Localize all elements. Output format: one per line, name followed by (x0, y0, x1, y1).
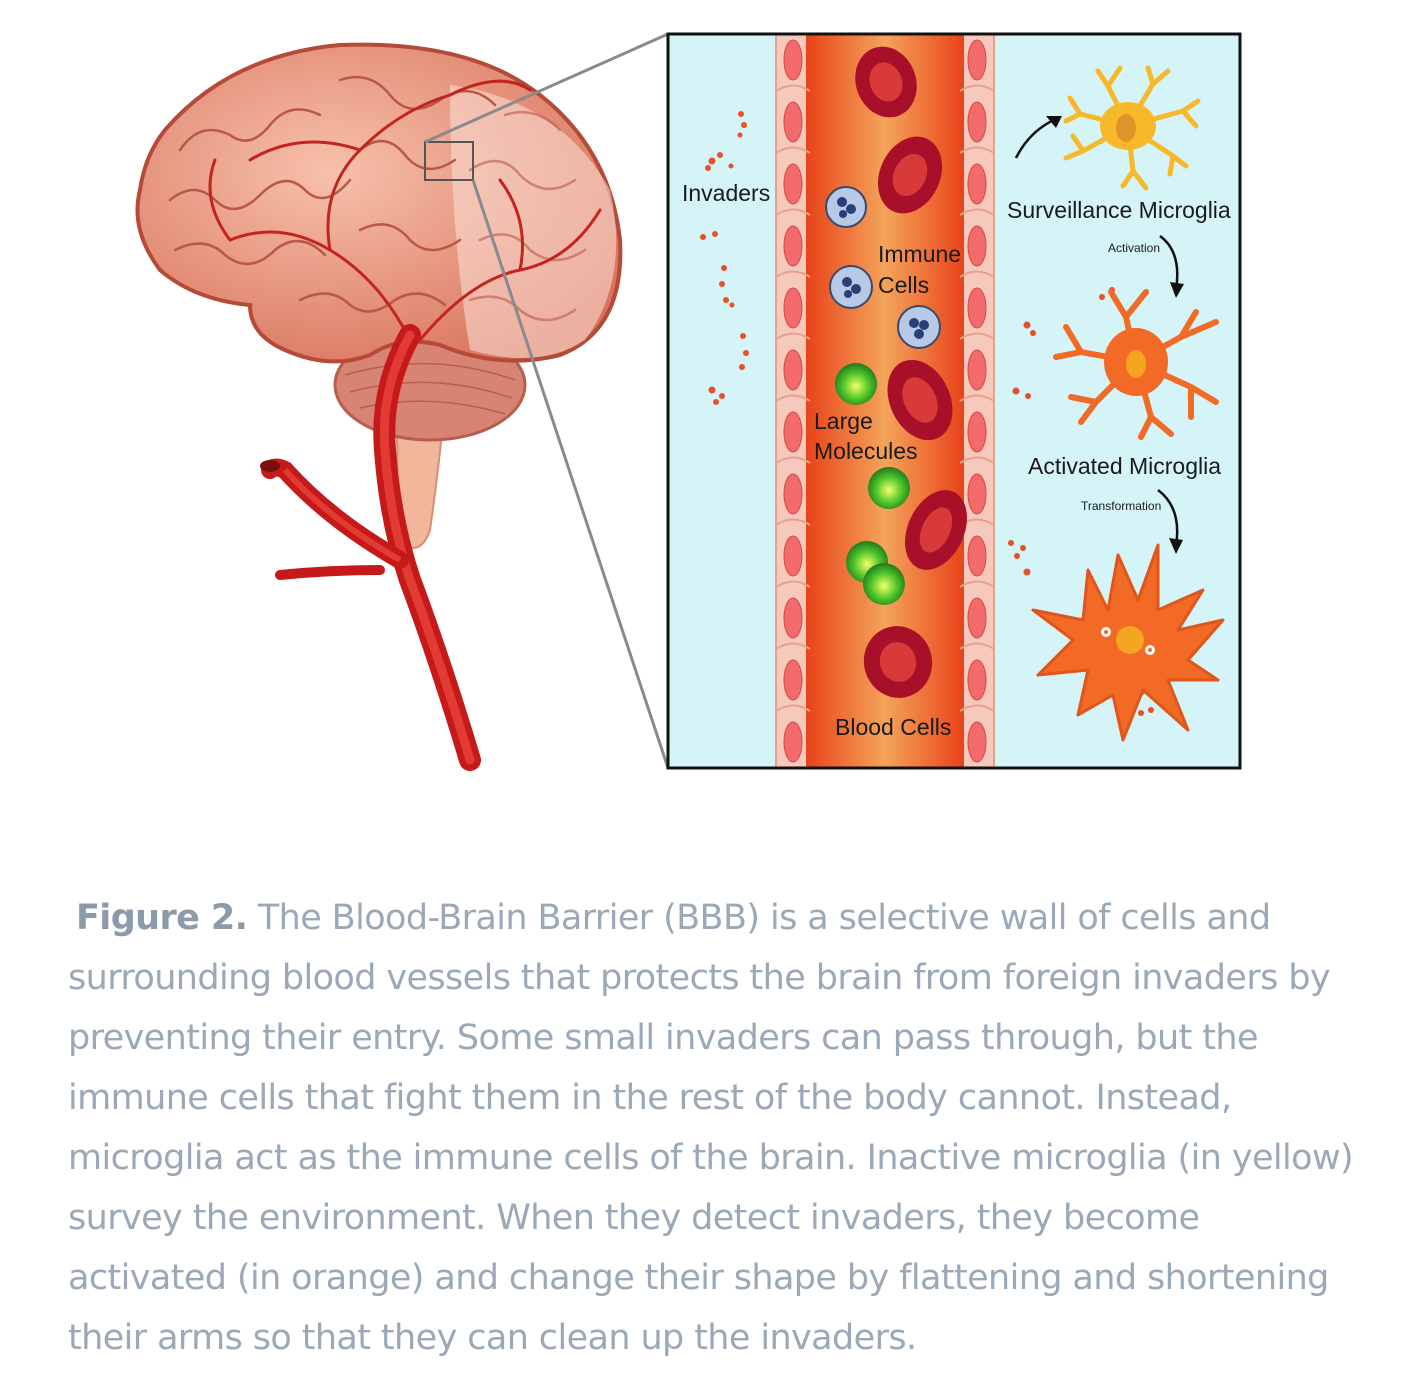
endothelial-junction (959, 456, 995, 464)
process-arrows (1014, 116, 1184, 554)
bbb-diagram: Invaders Immune Cells Large Molecules Bl… (135, 32, 1242, 771)
label-immune-cells-line1: Immune (878, 241, 961, 267)
surveillance-microglia (1063, 65, 1201, 191)
endothelial-junction (775, 518, 811, 526)
endothelial-nucleus (783, 225, 803, 267)
endothelial-nucleus (967, 659, 987, 701)
endothelial-junction (959, 394, 995, 402)
label-invaders: Invaders (682, 180, 770, 206)
endothelial-junction (959, 208, 995, 216)
endothelial-nucleus (967, 597, 987, 639)
endothelial-nucleus (967, 287, 987, 329)
label-activation: Activation (1108, 241, 1160, 255)
endothelial-cells-right (959, 39, 995, 768)
endothelial-nucleus (783, 721, 803, 763)
endothelial-nucleus (783, 411, 803, 453)
figure-caption: Figure 2. The Blood-Brain Barrier (BBB) … (68, 888, 1368, 1368)
inset-panel-border (666, 32, 1242, 770)
endothelial-nucleus (783, 39, 803, 81)
endothelial-nucleus (967, 163, 987, 205)
endothelial-junction (775, 332, 811, 340)
brain-surface-vessels (208, 79, 602, 342)
large-molecules (835, 363, 910, 605)
zoom-connector-lines (424, 32, 670, 769)
endothelial-junction (959, 580, 995, 588)
endothelial-nucleus (783, 163, 803, 205)
endothelial-cells-left (775, 39, 811, 768)
endothelial-junction (775, 642, 811, 650)
activated-microglia (1053, 289, 1219, 440)
amoeboid-microglia (1031, 543, 1225, 742)
brain-illustration (135, 42, 623, 771)
endothelial-junction (959, 642, 995, 650)
endothelial-nucleus (967, 721, 987, 763)
bbb-inset-panel: Invaders Immune Cells Large Molecules Bl… (666, 32, 1242, 770)
endothelial-nucleus (967, 349, 987, 391)
endothelial-junction (775, 270, 811, 278)
endothelial-nucleus (783, 659, 803, 701)
endothelial-junction (775, 580, 811, 588)
zoom-region-box (424, 141, 474, 181)
label-large-molecules-line1: Large (814, 408, 873, 434)
label-activated-microglia: Activated Microglia (1028, 453, 1221, 479)
label-surveillance-microglia: Surveillance Microglia (1007, 197, 1231, 223)
endothelial-junction (775, 704, 811, 712)
red-blood-cells (855, 46, 967, 698)
endothelial-junction (959, 270, 995, 278)
label-immune-cells-line2: Cells (878, 272, 929, 298)
immune-cells (825, 186, 941, 349)
caption-lead: Figure 2. (76, 898, 248, 938)
caption-text: The Blood-Brain Barrier (BBB) is a selec… (68, 898, 1354, 1358)
endothelial-nucleus (967, 535, 987, 577)
endothelial-nucleus (967, 411, 987, 453)
endothelial-junction (775, 394, 811, 402)
label-transformation: Transformation (1081, 499, 1161, 513)
endothelial-junction (959, 84, 995, 92)
endothelial-nucleus (783, 597, 803, 639)
endothelial-nucleus (967, 225, 987, 267)
label-large-molecules-line2: Molecules (814, 438, 918, 464)
vessel-wall-right (959, 34, 995, 768)
endothelial-nucleus (967, 39, 987, 81)
vessel-wall-left (775, 34, 811, 768)
endothelial-junction (959, 704, 995, 712)
endothelial-nucleus (783, 101, 803, 143)
endothelial-nucleus (967, 101, 987, 143)
endothelial-junction (775, 208, 811, 216)
endothelial-nucleus (783, 349, 803, 391)
label-blood-cells: Blood Cells (835, 714, 951, 740)
endothelial-nucleus (783, 473, 803, 515)
endothelial-nucleus (967, 473, 987, 515)
endothelial-junction (775, 146, 811, 154)
endothelial-nucleus (783, 535, 803, 577)
endothelial-junction (959, 146, 995, 154)
carotid-artery (260, 324, 481, 771)
endothelial-junction (959, 332, 995, 340)
endothelial-nucleus (783, 287, 803, 329)
endothelial-junction (775, 456, 811, 464)
endothelial-junction (775, 84, 811, 92)
